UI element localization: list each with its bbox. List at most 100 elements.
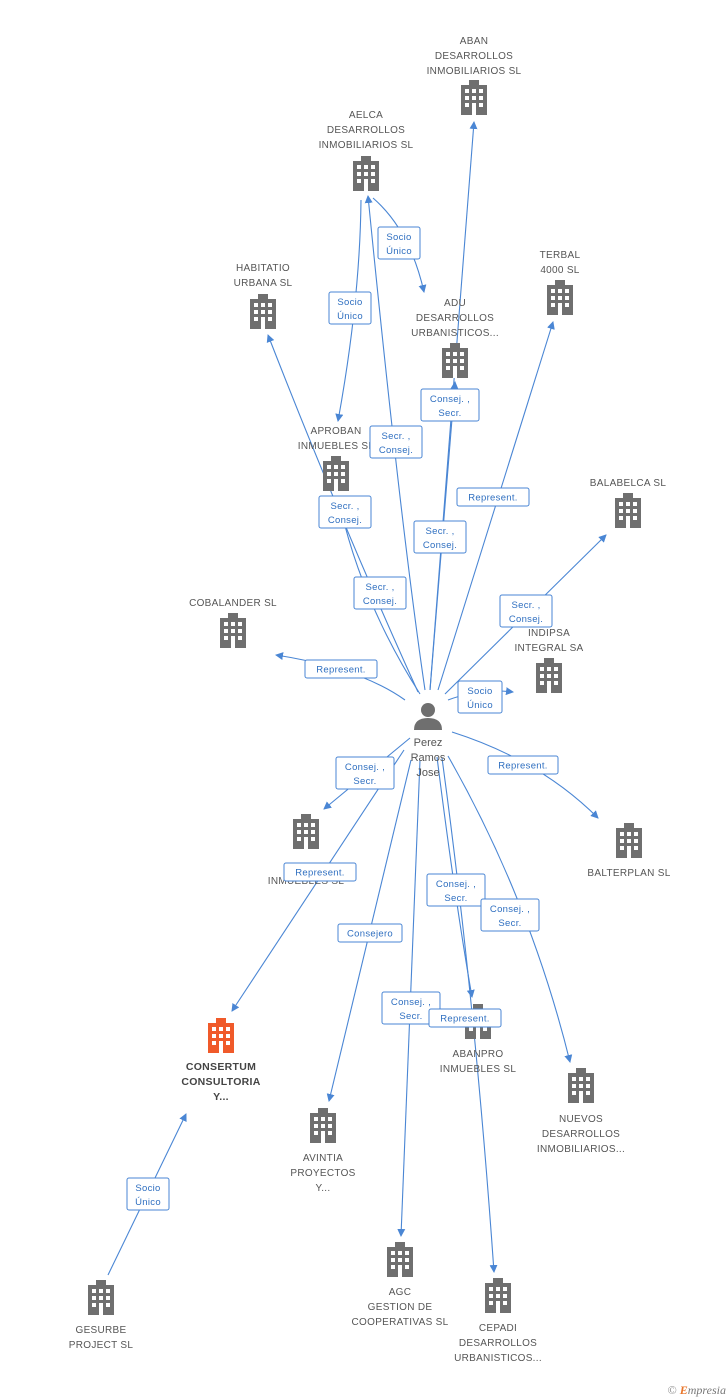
relation-tag-inmuebles[interactable]: Consej. , Secr.	[335, 756, 395, 790]
company-label: AVINTIA	[303, 1153, 343, 1164]
tags-layer: Consej. ,Secr.Secr. ,Consej.SocioÚnicoSo…	[126, 226, 559, 1211]
company-label: URBANISTICOS...	[411, 328, 499, 339]
company-label: COOPERATIVAS SL	[352, 1317, 449, 1328]
company-label: HABITATIO	[236, 263, 290, 274]
company-node-nuevos[interactable]: NUEVOSDESARROLLOSINMOBILIARIOS...	[537, 1068, 625, 1155]
company-node-adu[interactable]: ADUDESARROLLOSURBANISTICOS...	[411, 298, 499, 378]
company-label: INMUEBLES SL	[298, 441, 375, 452]
company-label: URBANISTICOS...	[454, 1353, 542, 1364]
relation-tag-box	[499, 594, 553, 628]
relation-tag-consertum[interactable]: Represent.	[283, 862, 357, 882]
relation-tag-box	[428, 1008, 502, 1028]
relation-tag-text: Secr. ,	[381, 431, 410, 442]
relation-tag-box	[353, 576, 407, 610]
company-label: AGC	[389, 1287, 412, 1298]
person-label: Jose	[416, 767, 439, 779]
relation-tag-box	[456, 487, 530, 507]
relation-tag-text: Consej. ,	[430, 394, 470, 405]
relation-tag-box	[413, 520, 467, 554]
relation-tag-balabelca[interactable]: Secr. , Consej.	[499, 594, 553, 628]
relation-tag-avintia[interactable]: Consejero	[337, 923, 403, 943]
relation-tag-cobalander[interactable]: Represent.	[304, 659, 378, 679]
relation-tag-text: Consej. ,	[391, 997, 431, 1008]
relation-tag-text: Único	[135, 1197, 161, 1208]
company-node-consertum[interactable]: CONSERTUM CONSULTORIA Y...	[181, 1018, 260, 1103]
highlighted-building-icon	[208, 1018, 234, 1053]
relation-tag-box	[420, 388, 480, 422]
relation-tag-nuevos[interactable]: Consej. ,Secr.	[480, 898, 540, 932]
company-label: INDIPSA	[528, 628, 570, 639]
relation-tag-box	[480, 898, 540, 932]
relation-tag-box	[457, 680, 503, 714]
relation-tag-box	[335, 756, 395, 790]
company-label: DESARROLLOS	[435, 51, 513, 62]
company-label: COBALANDER SL	[189, 598, 277, 609]
relation-tag-aban[interactable]: Consej. ,Secr.	[420, 388, 480, 422]
relation-tag-text: Socio	[386, 232, 411, 243]
relation-tag-aproban[interactable]: Secr. ,Consej.	[353, 576, 407, 610]
company-label: ABAN	[460, 36, 488, 47]
company-label: URBANA SL	[234, 278, 293, 289]
company-label: CONSULTORIA	[181, 1076, 260, 1088]
relation-tag-text: Secr.	[498, 918, 521, 929]
company-label: CONSERTUM	[186, 1061, 256, 1073]
company-label: GESTION DE	[368, 1302, 433, 1313]
relation-tag-text: Consej.	[363, 596, 397, 607]
relation-tag-habitatio[interactable]: Secr. ,Consej.	[318, 495, 372, 529]
company-label: DESARROLLOS	[416, 313, 494, 324]
relation-tag-box	[318, 495, 372, 529]
company-label: ABANPRO	[452, 1049, 503, 1060]
company-label: CEPADI	[479, 1323, 517, 1334]
company-label: APROBAN	[310, 426, 361, 437]
company-node-cepadi[interactable]: CEPADI DESARROLLOS URBANISTICOS...	[454, 1278, 542, 1364]
company-label: Y...	[213, 1091, 229, 1103]
relation-tag-text: Secr. ,	[511, 600, 540, 611]
building-icon	[293, 814, 319, 849]
relation-tag-text: Consejero	[347, 929, 393, 940]
building-icon	[442, 343, 468, 378]
company-label: TERBAL	[540, 250, 581, 261]
relation-tag-terbal[interactable]: Represent.	[456, 487, 530, 507]
relation-tag-agc[interactable]: Consej. ,Secr.	[381, 991, 441, 1025]
company-node-avintia[interactable]: AVINTIAPROYECTOSY...	[290, 1108, 355, 1194]
relation-tag-adu[interactable]: Secr. ,Consej.	[413, 520, 467, 554]
relation-tag-box	[381, 991, 441, 1025]
copyright-symbol: ©	[667, 1383, 677, 1397]
company-node-aproban[interactable]: APROBAN INMUEBLES SL	[298, 426, 375, 491]
relation-tag-text: Consej. ,	[345, 762, 385, 773]
relation-tag-text: Secr.	[353, 776, 376, 787]
relation-tag-box	[487, 755, 559, 775]
relation-tag-balterplan[interactable]: Represent.	[487, 755, 559, 775]
company-node-habitatio[interactable]: HABITATIO URBANA SL	[234, 263, 293, 329]
company-node-agc[interactable]: AGC GESTION DE COOPERATIVAS SL	[352, 1242, 449, 1328]
relation-tag-abanpro_a[interactable]: Consej. ,Secr.	[426, 873, 486, 907]
building-icon	[387, 1242, 413, 1277]
relation-tag-text: Consej.	[509, 614, 543, 625]
company-node-cobalander[interactable]: COBALANDER SL	[189, 598, 277, 648]
relation-tag-text: Secr. ,	[330, 501, 359, 512]
relation-tag-aelca[interactable]: Secr. , Consej.	[369, 425, 423, 459]
company-label: DESARROLLOS	[459, 1338, 537, 1349]
relation-tag-text: Socio	[135, 1183, 160, 1194]
relation-tag-cepadi[interactable]: Represent.	[428, 1008, 502, 1028]
relation-tag-text: Único	[467, 700, 493, 711]
company-node-balterplan[interactable]: BALTERPLAN SL	[587, 823, 670, 879]
building-icon	[323, 456, 349, 491]
relation-tag-text: Secr.	[444, 893, 467, 904]
relation-tag-box	[337, 923, 403, 943]
company-node-balabelca[interactable]: BALABELCA SL	[590, 478, 667, 528]
relation-tag-box	[426, 873, 486, 907]
relation-tag-text: Consej.	[379, 445, 413, 456]
company-label: DESARROLLOS	[542, 1129, 620, 1140]
